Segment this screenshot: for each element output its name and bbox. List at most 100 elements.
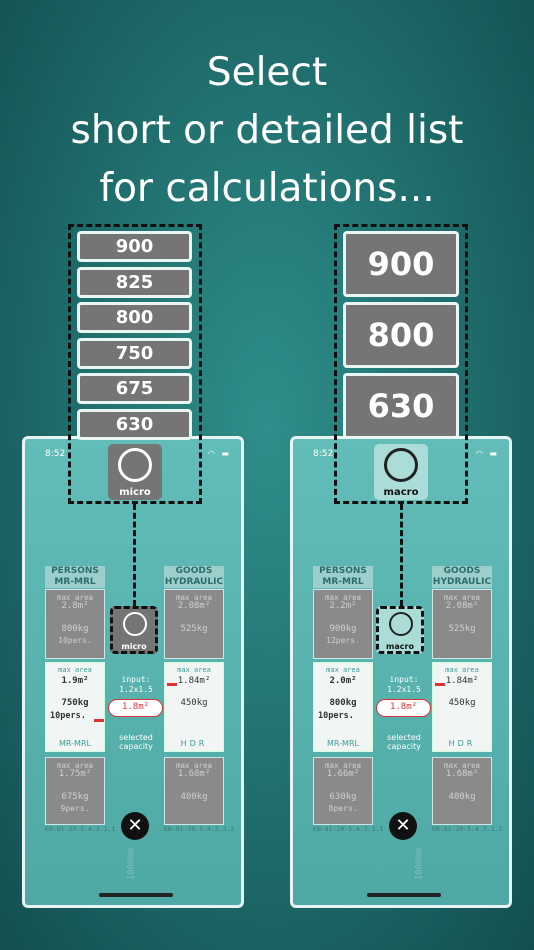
card-down-goods[interactable]: max area 1.68m² 400kg — [432, 757, 492, 825]
connector-line — [400, 504, 403, 606]
mid-caption: MR-MRL — [59, 739, 91, 748]
card-up-persons[interactable]: max area 2.8m² 800kg 10pers. — [45, 589, 105, 659]
headline-line-2: short or detailed list — [70, 108, 464, 153]
max-area-label: max area — [443, 761, 481, 770]
pers-value: 10pers. — [58, 636, 92, 645]
input-value: 1.2x1.5 — [119, 685, 153, 694]
selected-caption: selected capacity — [387, 733, 421, 751]
magnifier-list-icon — [118, 448, 152, 482]
doc-ref-right: EN-81-20-5.4.2.2.2 — [164, 825, 235, 833]
max-area-value: 1.84m² — [177, 676, 211, 686]
micro-list-item[interactable]: 630 — [77, 409, 192, 440]
close-icon[interactable]: ✕ — [121, 812, 149, 840]
selected-value-pill[interactable]: 1.8m² — [376, 699, 431, 717]
wifi-battery-icon: ◠ ▬ — [207, 449, 231, 458]
magnifier-list-icon — [123, 612, 147, 636]
card-up-persons[interactable]: max area 2.2m² 900kg 12pers. — [313, 589, 373, 659]
ghost-dimension: 1000mm — [414, 847, 425, 881]
selected-value-pill[interactable]: 1.8m² — [108, 699, 163, 717]
card-up-goods[interactable]: max area 2.08m² 525kg — [164, 589, 224, 659]
max-area-label: max area — [175, 761, 213, 770]
micro-mode-button[interactable]: micro — [108, 444, 162, 500]
micro-mode-small-button[interactable]: micro — [110, 606, 158, 654]
headline-line-1: Select — [206, 50, 328, 95]
max-area-label: max area — [324, 761, 362, 770]
macro-list-outline — [334, 224, 468, 504]
micro-list-item[interactable]: 900 — [77, 231, 192, 262]
kg-value: 525kg — [448, 624, 476, 634]
max-area-label: max area — [326, 666, 360, 674]
macro-mode-small-button[interactable]: macro — [376, 606, 424, 654]
card-down-goods[interactable]: max area 1.68m² 400kg — [164, 757, 224, 825]
level-marker — [167, 683, 177, 686]
connector-line — [133, 504, 136, 606]
goods-header: GOODS HYDRAULIC — [164, 566, 224, 588]
input-label: input: — [121, 675, 151, 684]
card-down-persons[interactable]: max area 1.66m² 630kg 8pers. — [313, 757, 373, 825]
mid-caption: MR-MRL — [327, 739, 359, 748]
max-area-value: 2.8m² — [61, 601, 89, 611]
card-mid-goods[interactable]: max area 1.84m² 450kg HDR — [432, 662, 492, 752]
pers-value: 9pers. — [60, 804, 90, 813]
max-area-value: 1.84m² — [445, 676, 479, 686]
mode-label: micro — [119, 487, 151, 498]
mode-label: macro — [386, 642, 414, 651]
persons-header: PERSONS MR-MRL — [313, 566, 373, 588]
card-mid-persons[interactable]: max area 1.9m² 750kg 10pers. MR-MRL — [45, 662, 105, 752]
max-area-label: max area — [324, 593, 362, 602]
max-area-value: 1.68m² — [445, 769, 479, 779]
kg-value: 450kg — [180, 698, 208, 708]
kg-value: 525kg — [180, 624, 208, 634]
micro-list-outline — [68, 224, 202, 504]
max-area-label: max area — [56, 761, 94, 770]
kg-value: 450kg — [448, 698, 476, 708]
kg-value: 800kg — [329, 698, 357, 708]
headline-line-3: for calculations... — [99, 166, 435, 211]
macro-mode-button[interactable]: macro — [374, 444, 428, 500]
micro-list-item[interactable]: 675 — [77, 373, 192, 405]
card-down-persons[interactable]: max area 1.75m² 675kg 9pers. — [45, 757, 105, 825]
kg-value: 900kg — [329, 624, 357, 634]
mode-label: micro — [121, 642, 147, 651]
pers-value: 12pers. — [326, 636, 360, 645]
macro-list-item[interactable]: 800 — [343, 302, 459, 368]
micro-list-item[interactable]: 800 — [77, 302, 192, 334]
mid-caption: HDR — [180, 739, 208, 748]
magnifier-list-icon — [384, 448, 418, 482]
level-marker — [94, 719, 104, 722]
max-area-value: 1.9m² — [61, 676, 89, 686]
kg-value: 675kg — [61, 792, 89, 802]
max-area-label: max area — [175, 593, 213, 602]
card-mid-goods[interactable]: max area 1.84m² 450kg HDR — [164, 662, 224, 752]
macro-list-item[interactable]: 630 — [343, 373, 459, 439]
max-area-label: max area — [443, 593, 481, 602]
max-area-value: 2.08m² — [445, 601, 479, 611]
micro-list-item[interactable]: 750 — [77, 337, 192, 369]
status-time: 8:52 — [313, 449, 334, 459]
kg-value: 400kg — [180, 792, 208, 802]
doc-ref-left: EN-81-20-5.4.2.1.1 — [313, 825, 384, 833]
close-icon[interactable]: ✕ — [389, 812, 417, 840]
max-area-value: 1.75m² — [58, 769, 92, 779]
micro-list-item[interactable]: 825 — [77, 266, 192, 298]
max-area-label: max area — [445, 666, 479, 674]
pers-value: 8pers. — [328, 804, 358, 813]
max-area-value: 1.66m² — [326, 769, 360, 779]
home-indicator — [367, 893, 441, 897]
macro-list-item[interactable]: 900 — [343, 231, 459, 297]
kg-value: 400kg — [448, 792, 476, 802]
card-mid-persons[interactable]: max area 2.0m² 800kg 10pers. MR-MRL — [313, 662, 373, 752]
doc-ref-right: EN-81-20-5.4.2.2.2 — [432, 825, 503, 833]
doc-ref-left: EN-81-20-5.4.2.1.1 — [45, 825, 116, 833]
max-area-value: 2.2m² — [329, 601, 357, 611]
input-display: input: 1.2x1.5 — [373, 675, 435, 695]
max-area-value: 2.08m² — [177, 601, 211, 611]
home-indicator — [99, 893, 173, 897]
mid-caption: HDR — [448, 739, 476, 748]
mode-label: macro — [383, 487, 419, 498]
card-up-goods[interactable]: max area 2.08m² 525kg — [432, 589, 492, 659]
input-display: input: 1.2x1.5 — [105, 675, 167, 695]
max-area-label: max area — [56, 593, 94, 602]
kg-value: 750kg — [61, 698, 89, 708]
phone-macro: 8:52 ◠ ▬ 1000mm PERSONS MR-MRL GOODS HYD… — [290, 436, 512, 908]
